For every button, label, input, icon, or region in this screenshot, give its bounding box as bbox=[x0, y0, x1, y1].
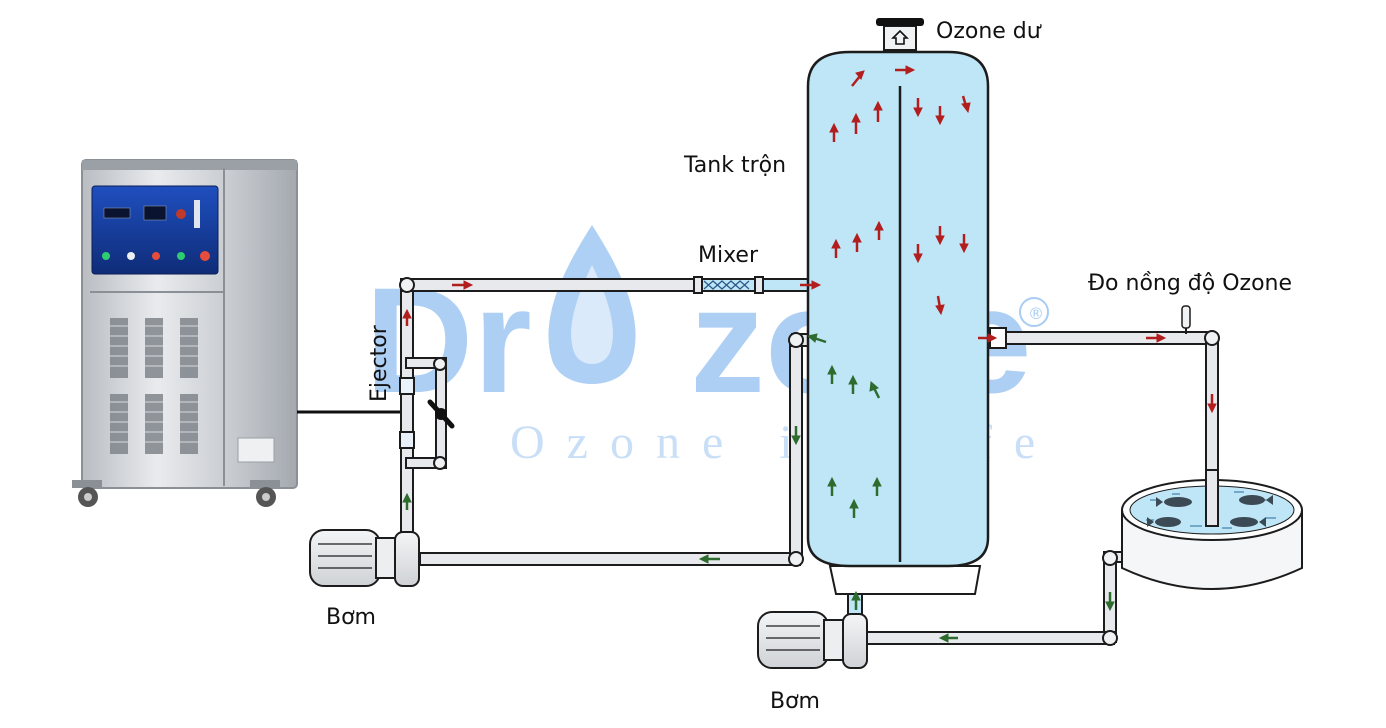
watermark-registered-icon bbox=[1019, 297, 1049, 327]
home-vent-icon bbox=[891, 29, 909, 45]
ejector: Ejector bbox=[367, 324, 455, 449]
label-ejector: Ejector bbox=[367, 324, 392, 402]
watermark-registered: ® bbox=[1028, 304, 1044, 323]
fish-icon bbox=[1147, 495, 1273, 527]
pipe-return-pump1 bbox=[419, 552, 801, 566]
pipe-to-sensor bbox=[999, 331, 1216, 345]
label-ozone-du: Ozone dư bbox=[936, 19, 1042, 44]
pipe-tank-outlet-down bbox=[789, 337, 803, 563]
flow-arrows bbox=[402, 65, 1217, 643]
pipe-to-pump2 bbox=[863, 631, 1115, 645]
mixing-tank: Ozone dư bbox=[806, 18, 1042, 595]
pump-left: Bơm bbox=[309, 529, 420, 630]
tank-stand bbox=[828, 565, 982, 595]
label-do-nong-do: Đo nồng độ Ozone bbox=[1088, 271, 1292, 296]
tank-body bbox=[806, 50, 990, 568]
ozone-vent bbox=[883, 25, 917, 51]
ozone-sensor: Đo nồng độ Ozone bbox=[1088, 271, 1292, 334]
generator-vents bbox=[110, 318, 198, 454]
label-mixer: Mixer bbox=[698, 243, 759, 268]
generator-top bbox=[82, 160, 297, 170]
label-tank-tron: Tank trộn bbox=[683, 153, 786, 178]
ozone-generator bbox=[72, 159, 298, 507]
mixer: Mixer bbox=[693, 243, 764, 294]
label-bom-left: Bơm bbox=[326, 605, 376, 630]
control-panel bbox=[91, 185, 219, 275]
label-bom-bottom: Bơm bbox=[770, 689, 820, 714]
pipe-top-to-mixer bbox=[400, 278, 697, 292]
fish-tank bbox=[1121, 469, 1303, 590]
pump-bottom: Bơm bbox=[757, 611, 868, 714]
